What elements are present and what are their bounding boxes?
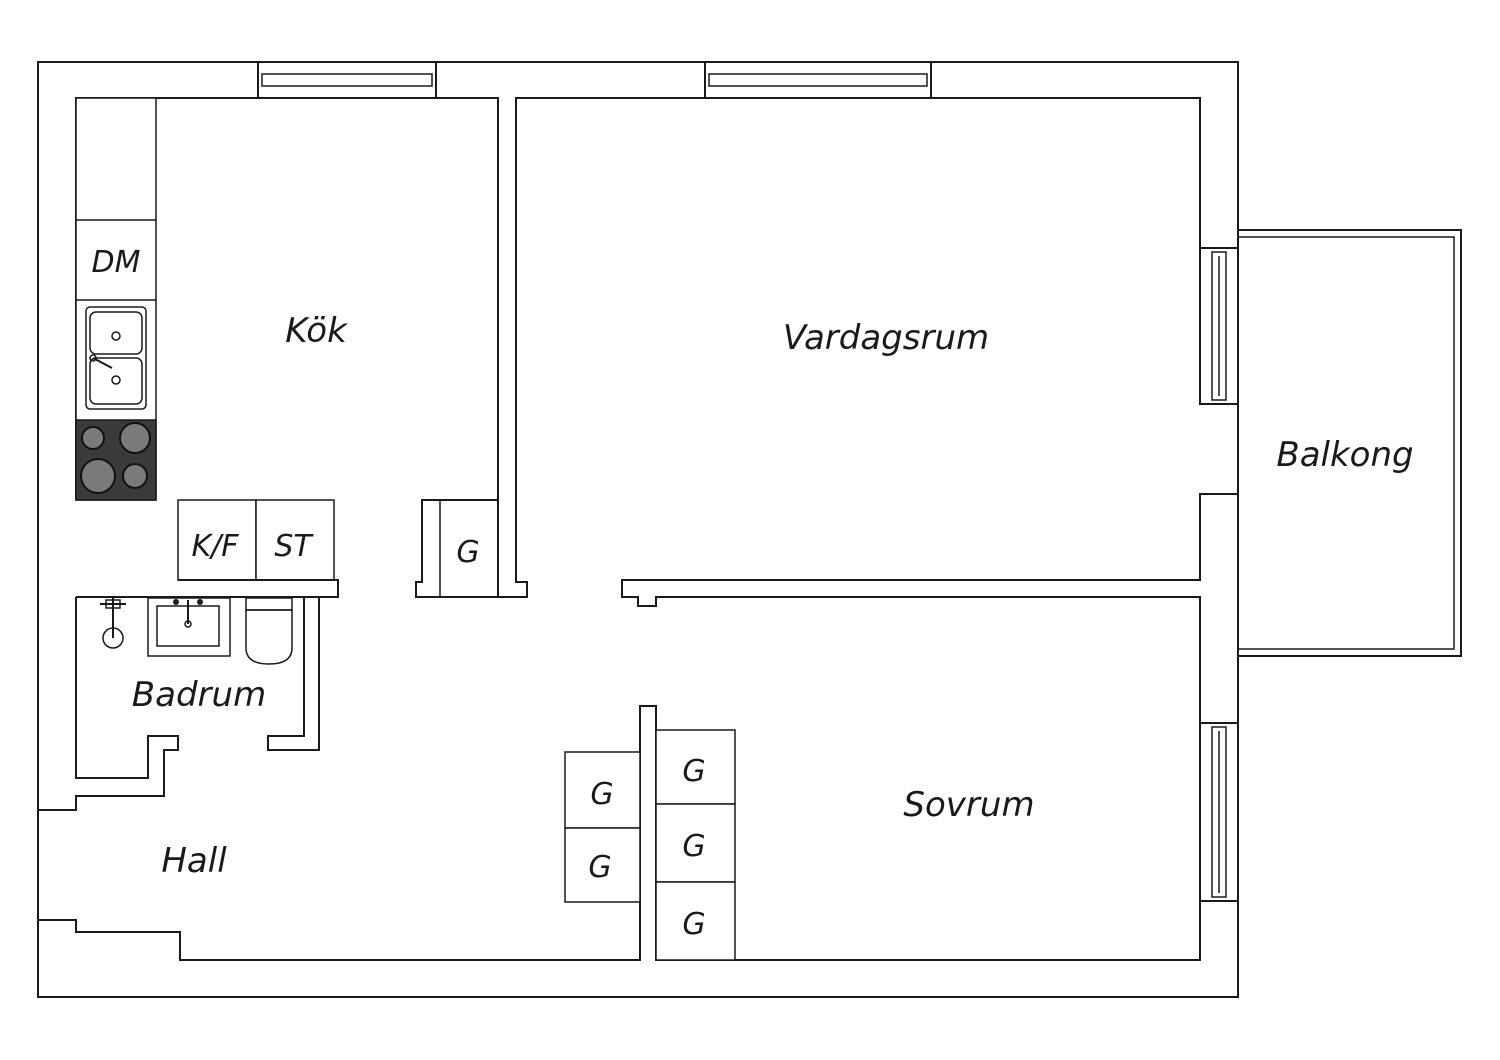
toilet-icon <box>245 597 293 665</box>
wardrobe-label: G <box>590 777 613 812</box>
window-kitchen <box>257 61 437 99</box>
wardrobe-unit <box>655 803 736 883</box>
storage-unit <box>255 499 335 581</box>
wardrobe-label: G <box>682 754 705 789</box>
storage-label: ST <box>274 529 314 564</box>
wardrobe-unit <box>564 751 641 829</box>
shower-icon <box>100 598 126 649</box>
window-living-room <box>704 61 932 99</box>
room-label-hall: Hall <box>161 841 227 881</box>
living-room-lower-wall <box>621 493 1238 723</box>
room-label-kitchen: Kök <box>285 311 348 351</box>
wardrobe-unit <box>655 881 736 961</box>
kitchen-walls <box>75 97 1201 598</box>
dishwasher-label: DM <box>92 245 141 280</box>
wardrobe-label: G <box>682 907 705 942</box>
window-living-room-right <box>1199 247 1239 405</box>
wardrobe-label: G <box>456 535 479 570</box>
wardrobe-label: G <box>588 850 611 885</box>
wardrobe-unit <box>655 729 736 805</box>
room-label-bathroom: Badrum <box>132 675 266 715</box>
window-bedroom <box>1199 722 1239 902</box>
room-label-living-room: Vardagsrum <box>783 318 989 358</box>
balcony-outline <box>1237 229 1462 657</box>
wardrobe-label: G <box>682 829 705 864</box>
fridge-freezer-label: K/F <box>191 529 239 564</box>
wardrobe-unit <box>564 827 641 903</box>
room-label-balcony: Balkong <box>1276 435 1413 475</box>
kitchen-sink-icon <box>85 306 147 410</box>
bathroom-sink-icon <box>147 597 231 657</box>
room-label-bedroom: Sovrum <box>903 785 1034 825</box>
stove-icon <box>75 419 157 501</box>
